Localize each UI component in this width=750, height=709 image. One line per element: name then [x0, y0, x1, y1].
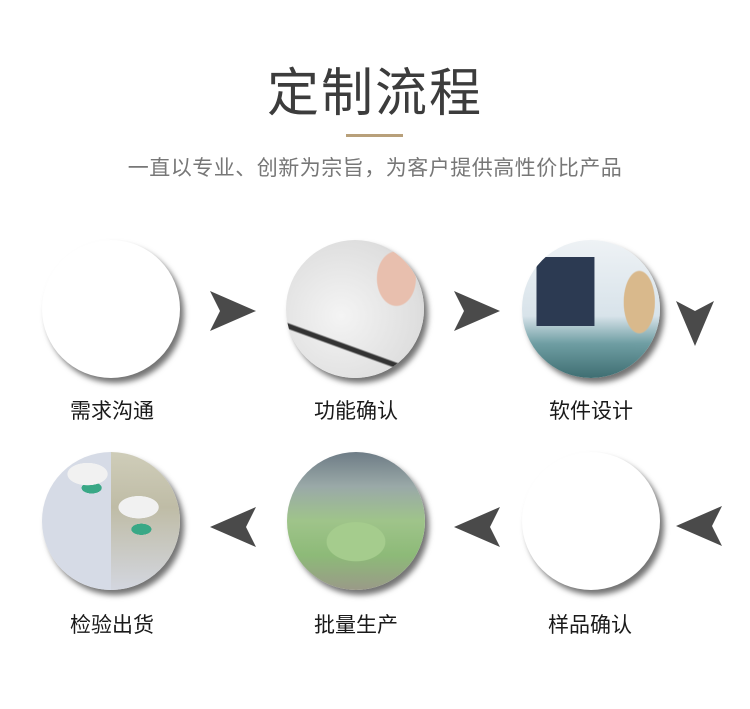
step-4-label: 样品确认: [548, 613, 632, 637]
step-1-image: [42, 240, 180, 378]
step-2-image: [286, 240, 424, 378]
step-6-image: [42, 452, 180, 590]
page-title: 定制流程: [266, 64, 483, 124]
step-3-image: [522, 240, 660, 378]
step-1-label: 需求沟通: [70, 399, 154, 423]
step-2-label: 功能确认: [314, 399, 398, 423]
step-5-label: 批量生产: [314, 613, 398, 637]
arrow-right-icon: [454, 291, 500, 331]
title-divider: [346, 134, 403, 137]
step-5-image: [287, 452, 425, 590]
step-4-image: [522, 452, 660, 590]
arrow-down-icon: [676, 301, 714, 346]
step-6-label: 检验出货: [70, 613, 154, 637]
page-subtitle: 一直以专业、创新为宗旨，为客户提供高性价比产品: [127, 156, 623, 180]
arrow-left-icon: [210, 507, 256, 547]
arrow-left-icon: [676, 506, 722, 546]
arrow-left-icon: [454, 507, 500, 547]
arrow-right-icon: [210, 291, 256, 331]
step-3-label: 软件设计: [549, 399, 633, 423]
